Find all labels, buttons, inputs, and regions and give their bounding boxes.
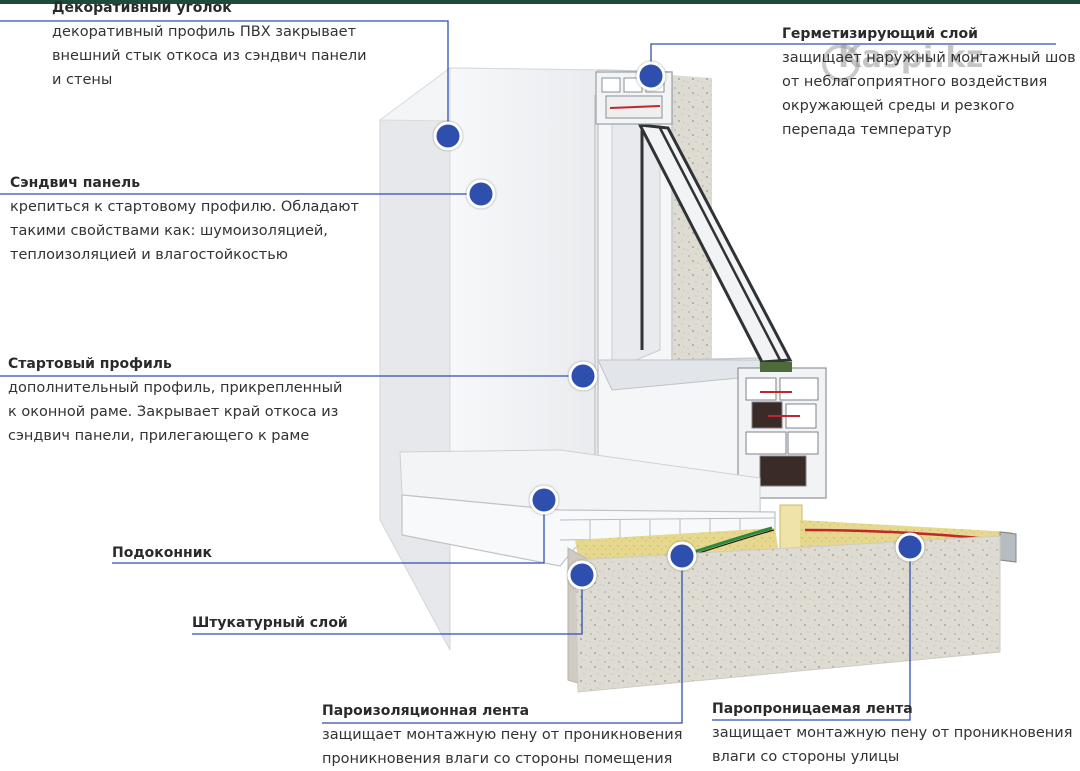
glass-unit [637,123,793,364]
callout-desc: защищает монтажную пену от проникновения… [322,727,683,767]
callout-title: Сэндвич панель [10,175,141,191]
callout-desc: декоративный профиль ПВХ закрывает внешн… [52,24,367,88]
marker-decorative-corner [433,121,463,151]
callout-title: Стартовый профиль [8,356,172,372]
watermark-text: Kaspi.kz [838,40,984,75]
callout-title: Декоративный уголок [52,0,232,16]
callout-plaster-layer: Штукатурный слой [192,611,412,635]
leader-vapor-permeable [712,547,911,721]
callout-sealing-layer: Герметизирующий слой защищает наружный м… [782,22,1078,142]
leader-plaster-layer [192,575,583,635]
marker-vapor-permeable [895,532,925,562]
callout-vapor-permeable: Паропроницаемая лента защищает монтажную… [712,697,1078,769]
callout-windowsill: Подоконник [112,541,312,565]
callout-title: Подоконник [112,545,213,561]
callout-title: Пароизоляционная лента [322,703,530,719]
marker-starter-profile [568,361,598,391]
callout-title: Паропроницаемая лента [712,701,913,717]
callout-starter-profile: Стартовый профиль дополнительный профиль… [8,352,428,448]
leader-vapor-barrier [322,556,683,724]
callout-title: Герметизирующий слой [782,26,978,42]
watermark-logo [822,44,860,82]
marker-sealing-layer [636,61,666,91]
marker-windowsill [529,485,559,515]
callout-desc: защищает наружный монтажный шов от небла… [782,50,1076,138]
top-bar [0,0,1080,4]
callout-sandwich-panel: Сэндвич панель крепиться к стартовому пр… [10,171,430,267]
leader-windowsill [112,500,545,564]
callout-desc: дополнительный профиль, прикрепленный к … [8,380,343,444]
concrete-base [574,535,1001,693]
callout-vapor-barrier: Пароизоляционная лента защищает монтажну… [322,699,712,771]
callout-title: Штукатурный слой [192,615,348,631]
marker-plaster-layer [567,560,597,590]
callout-desc: крепиться к стартовому профилю. Обладают… [10,199,359,263]
callout-desc: защищает монтажную пену от проникновения… [712,725,1073,765]
callout-decorative-corner: Декоративный уголок декоративный профиль… [52,0,452,92]
leader-decorative-corner [0,20,449,136]
marker-sandwich-panel [466,179,496,209]
marker-vapor-barrier [667,541,697,571]
